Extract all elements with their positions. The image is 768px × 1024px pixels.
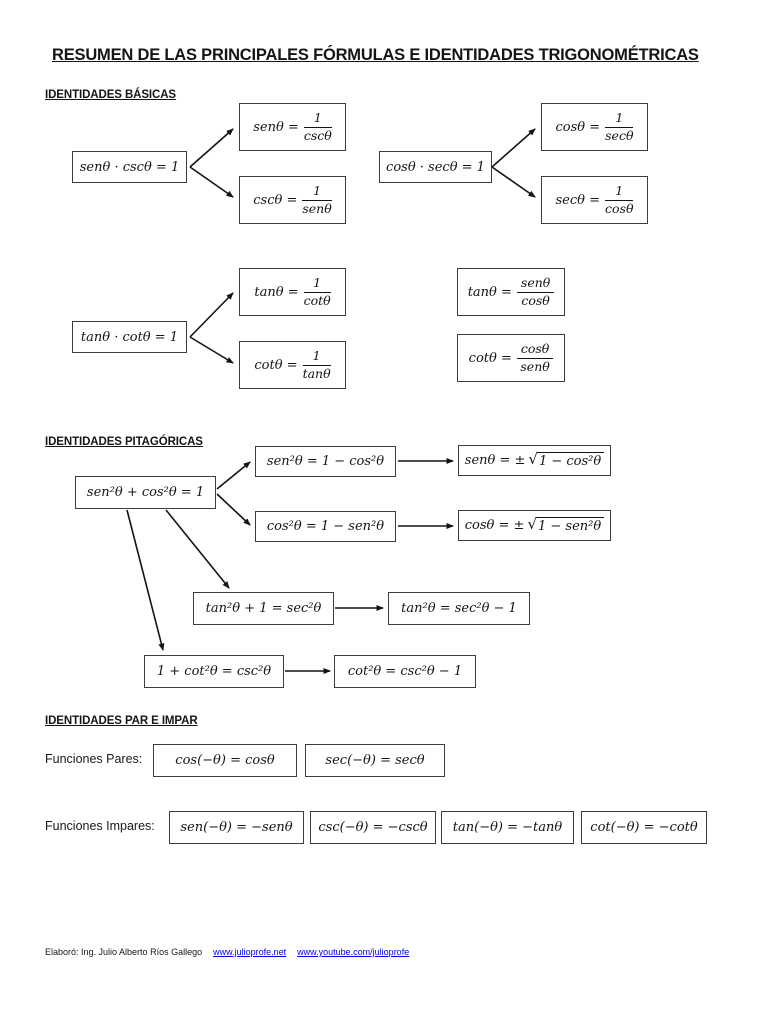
formula-box-cot-pythagorean: 1 + cot²θ = csc²θ — [144, 655, 284, 688]
formula-lhs: tanθ = — [467, 284, 512, 300]
sqrt-symbol: √ — [528, 450, 538, 468]
arrow — [189, 128, 234, 168]
formula-box-pythagorean-source: sen²θ + cos²θ = 1 — [75, 476, 216, 509]
formula-lhs: cscθ = — [253, 192, 298, 208]
author-credit: Elaboró: Ing. Julio Alberto Ríos Gallego — [45, 947, 203, 957]
arrow — [165, 509, 230, 589]
formula-box-cos-even: cos(−θ) = cosθ — [153, 744, 297, 777]
formula-box-cos-sqrt: cosθ = ± √1 − sen²θ — [458, 510, 611, 541]
section-heading-basicas: IDENTIDADES BÁSICAS — [45, 89, 177, 101]
formula-box-cot-odd: cot(−θ) = −cotθ — [581, 811, 707, 844]
formula-lhs: secθ = — [555, 192, 601, 208]
formula-lhs: cosθ = ± — [464, 518, 525, 533]
formula-box-tan-solved: tan²θ = sec²θ − 1 — [388, 592, 530, 625]
formula-lhs: cosθ = — [555, 119, 601, 135]
formula-box-csc-odd: csc(−θ) = −cscθ — [310, 811, 436, 844]
youtube-link[interactable]: www.youtube.com/julioprofe — [297, 947, 410, 957]
formula-box-sen-odd: sen(−θ) = −senθ — [169, 811, 304, 844]
arrow — [491, 128, 536, 168]
arrow — [189, 292, 234, 338]
sqrt-symbol: √ — [527, 515, 537, 533]
arrow — [216, 493, 251, 526]
arrow — [491, 166, 536, 198]
formula-lhs: tanθ = — [254, 284, 299, 300]
arrow — [216, 461, 251, 490]
page-title: RESUMEN DE LAS PRINCIPALES FÓRMULAS E ID… — [52, 46, 699, 64]
footer: Elaboró: Ing. Julio Alberto Ríos Gallego… — [45, 947, 409, 957]
formula-lhs: cotθ = — [254, 357, 298, 373]
section-heading-par-impar: IDENTIDADES PAR E IMPAR — [45, 715, 198, 727]
radical: √1 − sen²θ — [527, 515, 605, 534]
formula-lhs: senθ = — [253, 119, 299, 135]
formula-lhs: cotθ = — [468, 350, 512, 366]
section-heading-pitagoricas: IDENTIDADES PITAGÓRICAS — [45, 436, 203, 448]
formula-box-sen-csc-product: senθ · cscθ = 1 — [72, 151, 187, 183]
formula-box-cot-solved: cot²θ = csc²θ − 1 — [334, 655, 476, 688]
julioprofe-link[interactable]: www.julioprofe.net — [213, 947, 287, 957]
formula-lhs: senθ = ± — [464, 453, 526, 468]
formula-box-tan-odd: tan(−θ) = −tanθ — [441, 811, 574, 844]
formula-box-tan-cot-product: tanθ · cotθ = 1 — [72, 321, 187, 353]
formula-box-cos-squared: cos²θ = 1 − sen²θ — [255, 511, 396, 542]
formula-box-sen-sqrt: senθ = ± √1 − cos²θ — [458, 445, 611, 476]
formula-box-sen-squared: sen²θ = 1 − cos²θ — [255, 446, 396, 477]
arrow — [126, 509, 165, 651]
odd-functions-label: Funciones Impares: — [45, 819, 155, 833]
formula-box-tan-pythagorean: tan²θ + 1 = sec²θ — [193, 592, 334, 625]
formula-box-sec-even: sec(−θ) = secθ — [305, 744, 445, 777]
formula-box-cos-sec-product: cosθ · secθ = 1 — [379, 151, 492, 183]
even-functions-label: Funciones Pares: — [45, 752, 143, 766]
arrow — [189, 166, 234, 198]
radical: √1 − cos²θ — [528, 450, 605, 469]
arrow — [189, 336, 234, 364]
